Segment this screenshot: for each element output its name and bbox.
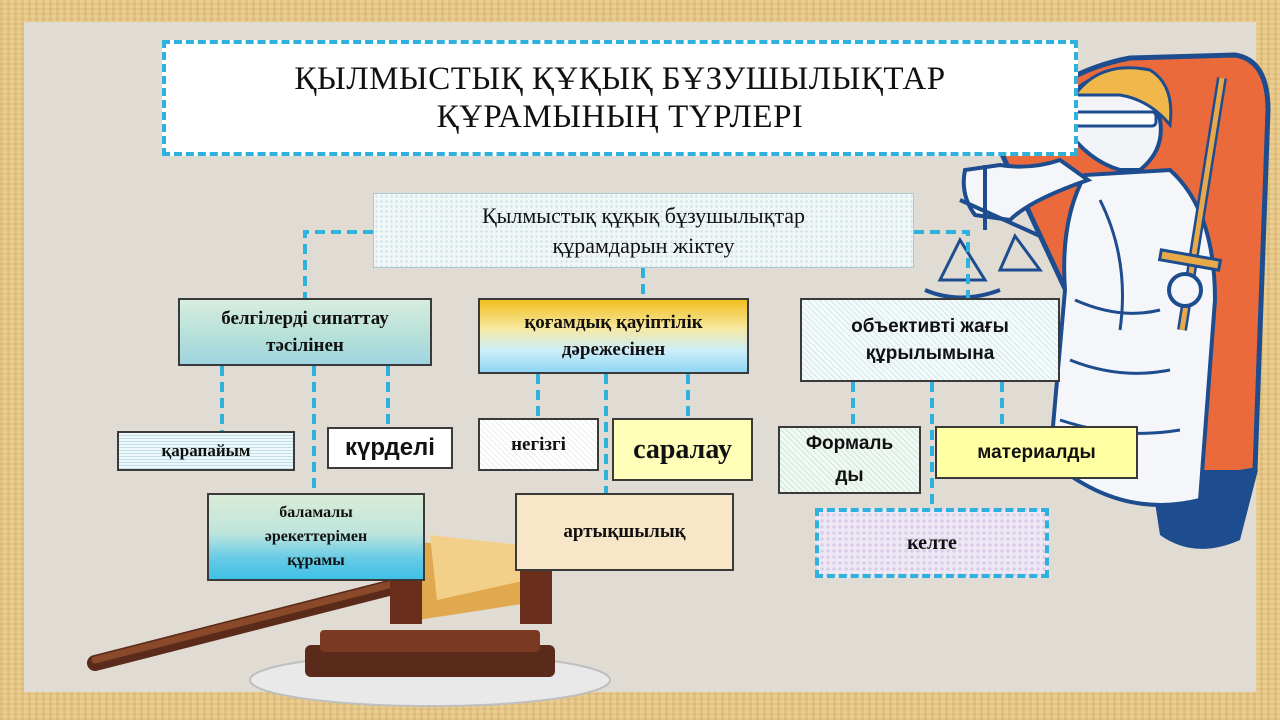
leaf-material: материалды — [935, 426, 1138, 479]
connector-root-to-cat1 — [303, 230, 373, 298]
leaf-alternative-line-1: баламалы — [279, 504, 353, 521]
leaf-truncated: келте — [815, 508, 1049, 578]
leaf-alternative-line-3: құрамы — [287, 552, 345, 569]
category-2-line-2: дәрежесінен — [561, 339, 666, 360]
category-1-line-1: белгілерді сипаттау — [221, 308, 389, 329]
category-3-line-1: объективті жағы — [851, 316, 1009, 337]
leaf-formal-line-1: Формаль — [805, 433, 894, 454]
connector-root-to-cat3 — [914, 230, 970, 298]
slide-title: ҚЫЛМЫСТЫҚ ҚҰҚЫҚ БҰЗУШЫЛЫҚТАР ҚҰРАМЫНЫҢ Т… — [162, 40, 1078, 156]
leaf-basic: негізгі — [478, 418, 599, 471]
category-public-danger: қоғамдық қауіптілік дәрежесінен — [478, 298, 749, 374]
title-line-2: ҚҰРАМЫНЫҢ ТҮРЛЕРІ — [436, 99, 804, 135]
leaf-formal-line-2: ды — [835, 465, 864, 486]
classification-root-box: Қылмыстық құқық бұзушылықтар құрамдарын … — [373, 193, 914, 268]
category-2-line-1: қоғамдық қауіптілік — [524, 312, 703, 333]
leaf-formal: Формаль ды — [778, 426, 921, 494]
category-1-line-2: тәсілінен — [266, 335, 344, 356]
root-line-2: құрамдарын жіктеу — [552, 232, 735, 258]
leaf-qualified: саралау — [612, 418, 753, 481]
leaf-alternative: баламалы әрекеттерімен құрамы — [207, 493, 425, 581]
category-3-line-2: құрылымына — [865, 343, 995, 364]
category-description-method: белгілерді сипаттау тәсілінен — [178, 298, 432, 366]
leaf-alternative-line-2: әрекеттерімен — [264, 528, 368, 545]
title-line-1: ҚЫЛМЫСТЫҚ ҚҰҚЫҚ БҰЗУШЫЛЫҚТАР — [294, 61, 946, 97]
root-line-1: Қылмыстық құқық бұзушылықтар — [481, 202, 806, 228]
leaf-simple: қарапайым — [117, 431, 295, 471]
category-objective-side: объективті жағы құрылымына — [800, 298, 1060, 382]
leaf-privileged: артықшылық — [515, 493, 734, 571]
leaf-complex: күрделі — [327, 427, 453, 469]
